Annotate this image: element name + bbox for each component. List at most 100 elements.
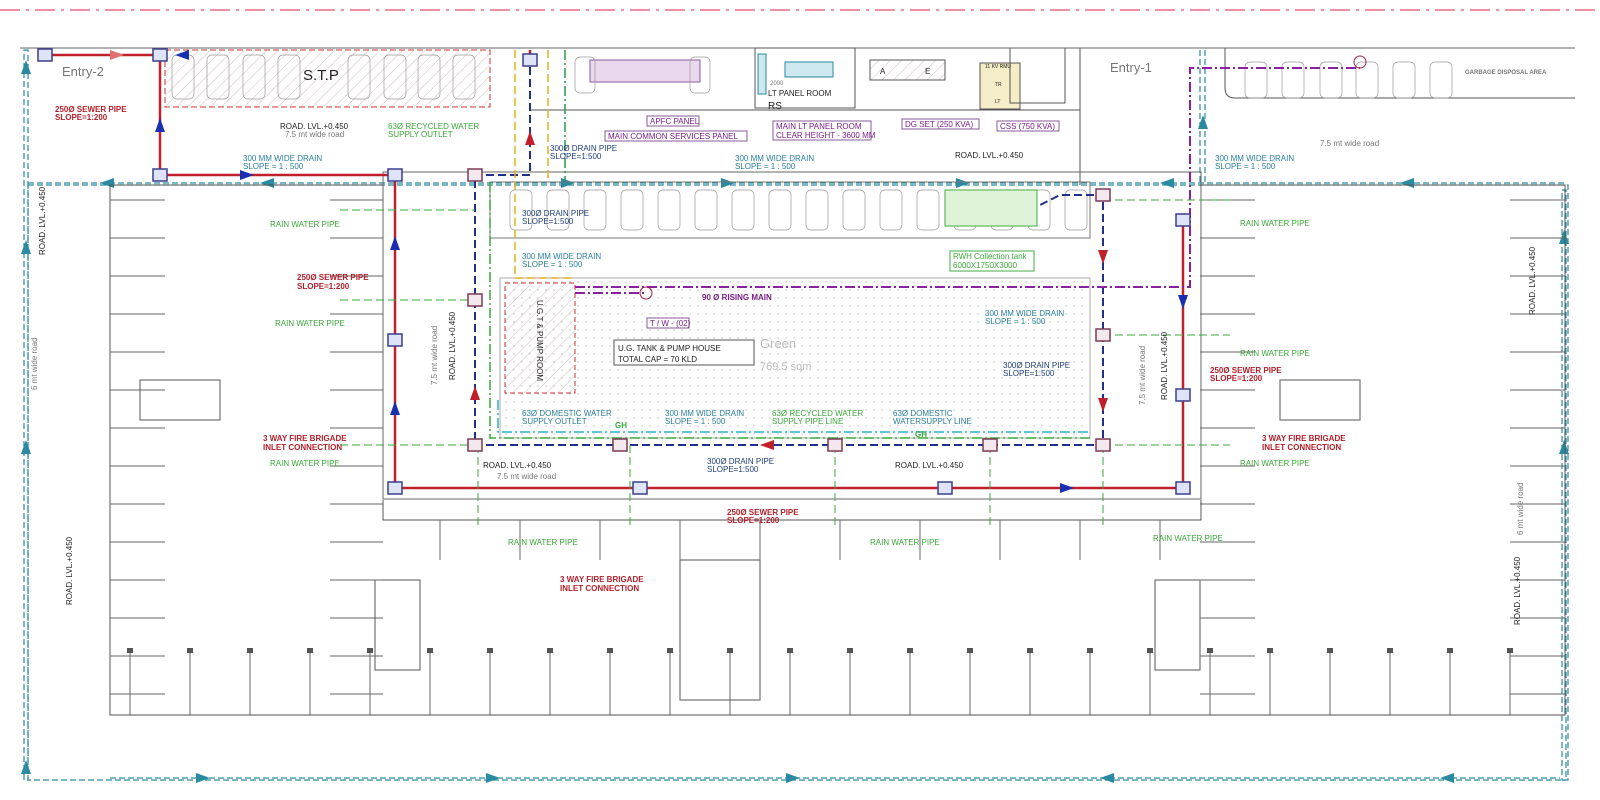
column [967,648,973,653]
tr-label: TR [995,82,1002,88]
water-supply-lines [489,50,1090,439]
rain-water-label: RAIN WATER PIPE [1153,534,1223,543]
recycled-label-2: SUPPLY OUTLET [388,130,453,139]
drain-label: 300 MM WIDE DRAIN [735,154,814,163]
rain-water-label: RAIN WATER PIPE [508,538,578,547]
garden-hydrant-label: GH [915,430,927,439]
stp-label: S.T.P [303,67,339,84]
manhole [387,168,403,182]
top-parking [574,56,1453,99]
drainpipe-label: 300Ø DRAIN PIPE [1003,361,1070,370]
sewer-slope: SLOPE=1:200 [1210,374,1263,383]
drain-flow-arrows-red [470,131,1108,450]
manhole [612,438,628,452]
road-level-vertical: ROAD. LVL.+0.450 [448,311,457,380]
road-width: 7.5 mt wide road [497,472,556,481]
parking-car [509,189,533,231]
green-area [499,277,1091,439]
domestic-line-label: 63Ø DOMESTIC [893,409,953,418]
recycled-label: 63Ø RECYCLED WATER [388,122,479,131]
drainpipe-slope: SLOPE=1:500 [707,465,759,474]
column [1447,648,1453,653]
manhole [467,168,483,182]
sewer-slope: SLOPE=1:200 [297,282,350,291]
column [487,648,493,653]
fire-inlet-label: 3 WAY FIRE BRIGADE [560,575,644,584]
rising-main-label: 90 Ø RISING MAIN [702,293,772,302]
rwh-label: RWH Collection tank [953,252,1028,261]
manhole [1095,188,1111,202]
road-width-vertical: 6 mt wide road [1516,483,1525,535]
fire-inlet-label-2: INLET CONNECTION [1262,443,1341,452]
road-width-vertical: 7.5 mt wide road [430,326,439,385]
fire-inlet-label-2: INLET CONNECTION [263,443,342,452]
column [667,648,673,653]
manhole [522,53,538,67]
parking-car [657,189,681,231]
column [427,648,433,653]
manhole [982,438,998,452]
parking-car [842,189,866,231]
sewer-label: 250Ø SEWER PIPE [55,105,127,114]
building-walls [110,199,1565,715]
manhole [937,481,953,495]
manhole [1095,328,1111,342]
column [907,648,913,653]
rain-water-label: RAIN WATER PIPE [270,459,340,468]
dg-a: A [880,67,886,76]
road-level: ROAD. LVL.+0.450 [955,151,1024,160]
ugt-label: U.G. TANK & PUMP HOUSE [618,344,721,353]
terrace-water-tank-marker [639,286,653,300]
column [1027,648,1033,653]
garden-hydrant-label: GH [615,421,627,430]
sewer-label: 250Ø SEWER PIPE [297,273,369,282]
entry-1-label: Entry-1 [1110,60,1152,75]
manhole [152,48,168,62]
mcsp-label: MAIN COMMON SERVICES PANEL [608,132,739,141]
tw-label: T / W - (02) [650,319,691,328]
entry-2-label: Entry-2 [62,64,104,79]
sewer-label: 250Ø SEWER PIPE [1210,366,1282,375]
green-label: Green [760,336,796,351]
domestic-label-2: SUPPLY OUTLET [522,417,587,426]
main-lt-label: MAIN LT PANEL ROOM [776,122,862,131]
drain-slope: SLOPE = 1 : 500 [243,162,304,171]
open-drain-network [23,49,1569,781]
manhole [1175,481,1191,495]
fire-inlet-label-2: INLET CONNECTION [560,584,639,593]
drainpipe-slope: SLOPE=1:500 [550,152,602,161]
drain-slope: SLOPE = 1 : 500 [1215,162,1276,171]
garbage-label: GARBAGE DISPOSAL AREA [1465,70,1547,76]
dg-e: E [925,67,930,76]
column [187,648,193,653]
parking-car [583,189,607,231]
column [1207,648,1213,653]
common-services-panel [757,53,767,95]
drain-label: 300 MM WIDE DRAIN [522,252,601,261]
parking-car [694,189,718,231]
rain-water-pipes [340,199,1230,525]
drain-label: 300 MM WIDE DRAIN [665,409,744,418]
column [307,648,313,653]
manhole [387,481,403,495]
domestic-line-label-2: WATERSUPPLY LINE [893,417,972,426]
road-width: 7.5 mt wide road [285,130,344,139]
drainpipe-label: 300Ø DRAIN PIPE [707,457,774,466]
drain-slope: SLOPE = 1 : 500 [735,162,796,171]
top-services-outline [530,47,1575,185]
column [247,648,253,653]
road-width: 7.5 mt wide road [1320,139,1379,148]
column [1507,648,1513,653]
drain-slope: SLOPE = 1 : 500 [985,317,1046,326]
parking-car [805,189,829,231]
rain-water-label: RAIN WATER PIPE [275,319,345,328]
rain-water-label: RAIN WATER PIPE [870,538,940,547]
column [1327,648,1333,653]
manhole [1175,388,1191,402]
manhole [1095,438,1111,452]
drain-label: 300 MM WIDE DRAIN [243,154,322,163]
parking-car [768,189,792,231]
manhole [827,438,843,452]
column [727,648,733,653]
